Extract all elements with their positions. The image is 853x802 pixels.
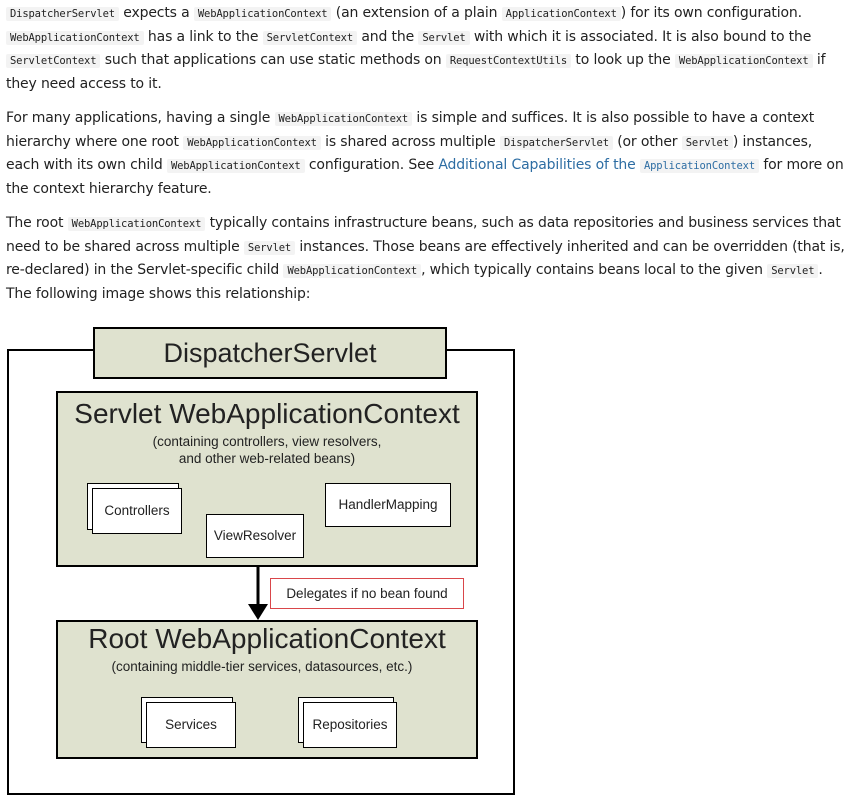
root-context-title: Root WebApplicationContext (88, 623, 446, 654)
text-run: , which typically contains beans local t… (421, 262, 763, 278)
code-term: RequestContextUtils (445, 54, 572, 68)
text-run: (or other (617, 133, 678, 150)
code-term: WebApplicationContext (67, 217, 206, 231)
code-term: Servlet (418, 30, 470, 45)
document-body: DispatcherServlet expects a WebApplicati… (6, 2, 848, 317)
code-term: Servlet (681, 135, 733, 150)
code-term: Servlet (243, 240, 296, 255)
code-term: ApplicationContext (501, 7, 621, 21)
dispatcher-servlet-box: DispatcherServlet (93, 327, 447, 379)
code-term: WebApplicationContext (674, 54, 813, 68)
view-resolver-bean: ViewResolver (206, 514, 304, 558)
servlet-context-title: Servlet WebApplicationContext (74, 398, 460, 429)
code-term: WebApplicationContext (183, 135, 321, 150)
text-run: configuration. See (308, 157, 435, 173)
text-run: ) instances, each with its own child (6, 133, 813, 174)
handler-mapping-bean: HandlerMapping (325, 483, 451, 527)
code-term: DispatcherServlet (6, 7, 119, 21)
code-term: Servlet (767, 264, 819, 278)
text-run: if they need access to it. (6, 52, 826, 92)
text-run: typically contains infrastructure beans,… (6, 215, 841, 255)
code-term: ServletContext (6, 54, 101, 68)
paragraph-1: DispatcherServlet expects a WebApplicati… (6, 2, 848, 95)
code-term: DispatcherServlet (499, 135, 613, 150)
text-run: ) for its own configuration. (620, 5, 802, 21)
repositories-bean: Repositories (303, 702, 397, 748)
text-run: to look up the (575, 52, 671, 68)
doc-link-application-context[interactable]: Additional Capabilities of the Applicati… (438, 157, 760, 173)
text-run: such that applications can use static me… (104, 52, 442, 68)
text-run: The root (6, 215, 64, 231)
code-term: WebApplicationContext (274, 112, 413, 126)
text-run: . The following image shows this relatio… (6, 262, 823, 302)
text-run: expects a (123, 5, 190, 21)
root-context-box: Root WebApplicationContext (containing m… (56, 620, 478, 759)
text-run: has a link to the (147, 28, 259, 45)
code-term: WebApplicationContext (283, 264, 422, 278)
text-run: instances. Those beans are effectively i… (6, 238, 845, 279)
text-run: is shared across multiple (325, 133, 496, 150)
text-run: is simple and suffices. It is also possi… (6, 110, 815, 150)
text-run: For many applications, having a single (6, 110, 271, 126)
servlet-context-subtitle-1: (containing controllers, view resolvers, (152, 434, 382, 449)
text-run: for more on the context hierarchy featur… (6, 157, 844, 197)
services-bean: Services (146, 702, 236, 748)
code-term: WebApplicationContext (193, 7, 332, 21)
text-run: with which it is associated. It is also … (473, 28, 812, 45)
servlet-context-subtitle-2: and other web-related beans) (178, 451, 356, 466)
delegates-note: Delegates if no bean found (270, 578, 464, 609)
code-term: ServletContext (262, 30, 358, 45)
text-run: and the (361, 28, 415, 45)
controllers-bean: Controllers (92, 488, 182, 534)
code-term: WebApplicationContext (166, 159, 305, 173)
delegation-arrow (248, 566, 268, 620)
paragraph-2: For many applications, having a single W… (6, 107, 848, 200)
code-term: WebApplicationContext (6, 30, 144, 45)
paragraph-3: The root WebApplicationContext typically… (6, 212, 848, 305)
root-context-subtitle: (containing middle-tier services, dataso… (111, 659, 413, 674)
text-run: (an extension of a plain (335, 5, 498, 21)
